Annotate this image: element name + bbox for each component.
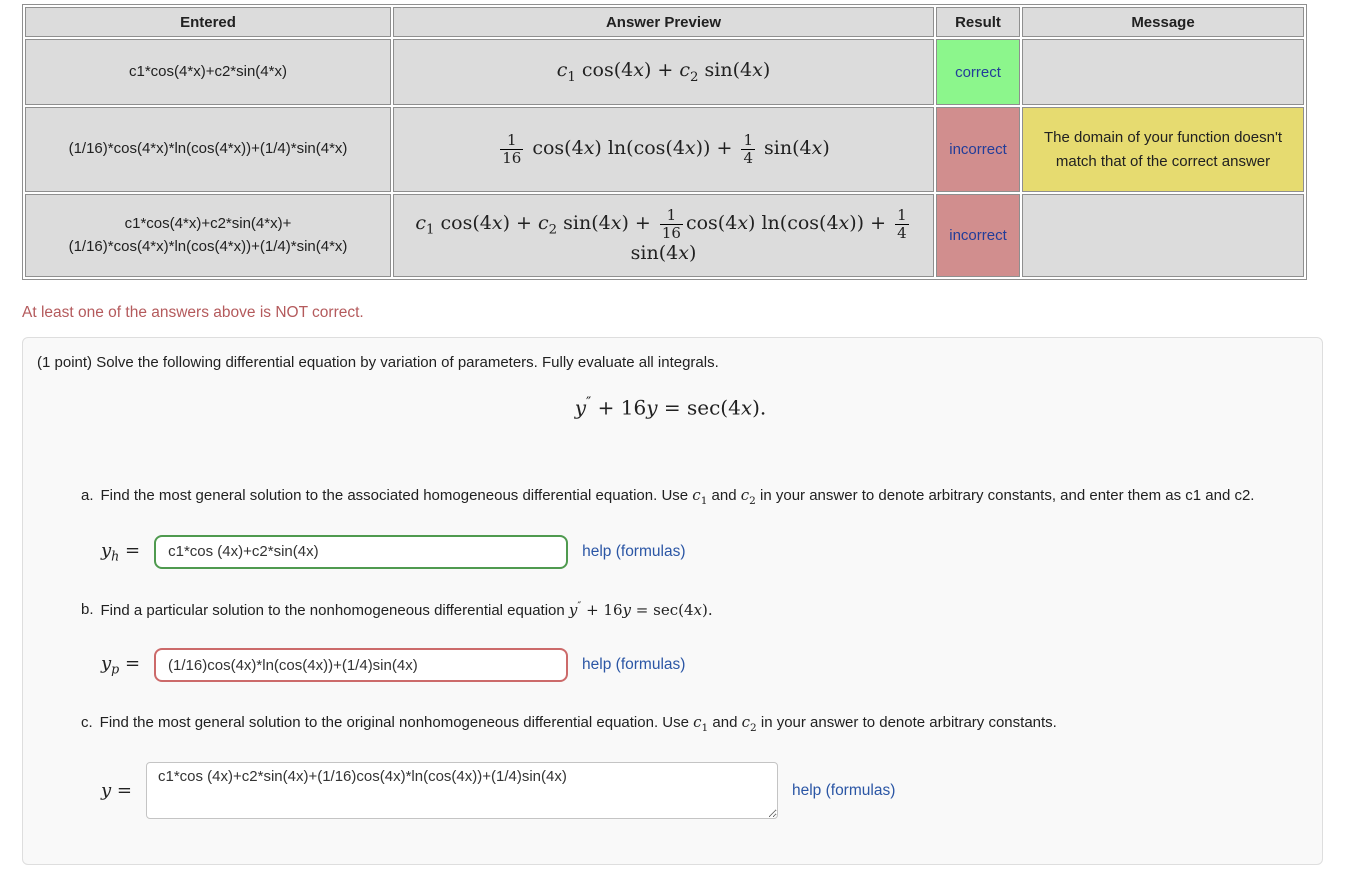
warning-message: At least one of the answers above is NOT… (22, 304, 364, 321)
table-row: (1/16)*cos(4*x)*ln(cos(4*x))+(1/4)*sin(4… (25, 107, 1304, 192)
table-row: c1*cos(4*x)+c2*sin(4*x)+(1/16)*cos(4*x)*… (25, 194, 1304, 277)
help-formulas-link-b[interactable]: help (formulas) (582, 656, 686, 674)
help-formulas-link-a[interactable]: help (formulas) (582, 542, 686, 560)
part-b-label: b. (81, 600, 94, 618)
results-table: Entered Answer Preview Result Message c1… (22, 4, 1307, 280)
part-a-answer-row: yh = help (formulas) (101, 534, 1304, 569)
message-cell (1022, 194, 1304, 277)
table-header-row: Entered Answer Preview Result Message (25, 7, 1304, 37)
part-b: b. Find a particular solution to the non… (37, 598, 1304, 622)
part-c-text: Find the most general solution to the or… (99, 713, 1057, 735)
part-b-answer-row: yp = help (formulas) (101, 648, 1304, 683)
problem-statement: (1 point) Solve the following differenti… (37, 354, 719, 371)
part-b-text: Find a particular solution to the nonhom… (100, 599, 713, 619)
part-c-label: c. (81, 714, 93, 732)
yp-input[interactable] (154, 648, 569, 683)
result-badge: incorrect (936, 194, 1020, 277)
entered-cell: c1*cos(4*x)+c2*sin(4*x)+(1/16)*cos(4*x)*… (25, 194, 391, 277)
part-a: a. Find the most general solution to the… (37, 484, 1304, 509)
result-badge: incorrect (936, 107, 1020, 192)
part-c-answer-row: y = c1*cos (4x)+c2*sin(4x)+(1/16)cos(4x)… (101, 762, 1304, 820)
part-c: c. Find the most general solution to the… (37, 711, 1304, 736)
entered-cell: c1*cos(4*x)+c2*sin(4*x) (25, 39, 391, 105)
part-a-text: Find the most general solution to the as… (100, 485, 1255, 507)
column-header-message: Message (1022, 7, 1304, 37)
message-cell: The domain of your function doesn't matc… (1022, 107, 1304, 192)
yh-label: yh = (101, 540, 141, 564)
column-header-entered: Entered (25, 7, 391, 37)
message-cell (1022, 39, 1304, 105)
yh-input[interactable] (154, 534, 569, 569)
column-header-result: Result (936, 7, 1020, 37)
help-formulas-link-c[interactable]: help (formulas) (791, 781, 896, 799)
column-header-answer-preview: Answer Preview (393, 7, 934, 37)
y-input[interactable]: c1*cos (4x)+c2*sin(4x)+(1/16)cos(4x)*ln(… (145, 762, 778, 820)
differential-equation: y″ + 16y = sec(4x). (574, 395, 767, 420)
yp-label: yp = (101, 653, 141, 677)
part-a-label: a. (81, 486, 94, 504)
result-badge: correct (936, 39, 1020, 105)
problem-panel: (1 point) Solve the following differenti… (22, 337, 1323, 865)
entered-cell: (1/16)*cos(4*x)*ln(cos(4*x))+(1/4)*sin(4… (25, 107, 391, 192)
answer-preview-cell: c1 cos(4x) + c2 sin(4x) (393, 39, 934, 105)
y-label: y = (101, 780, 132, 802)
table-row: c1*cos(4*x)+c2*sin(4*x) c1 cos(4x) + c2 … (25, 39, 1304, 105)
